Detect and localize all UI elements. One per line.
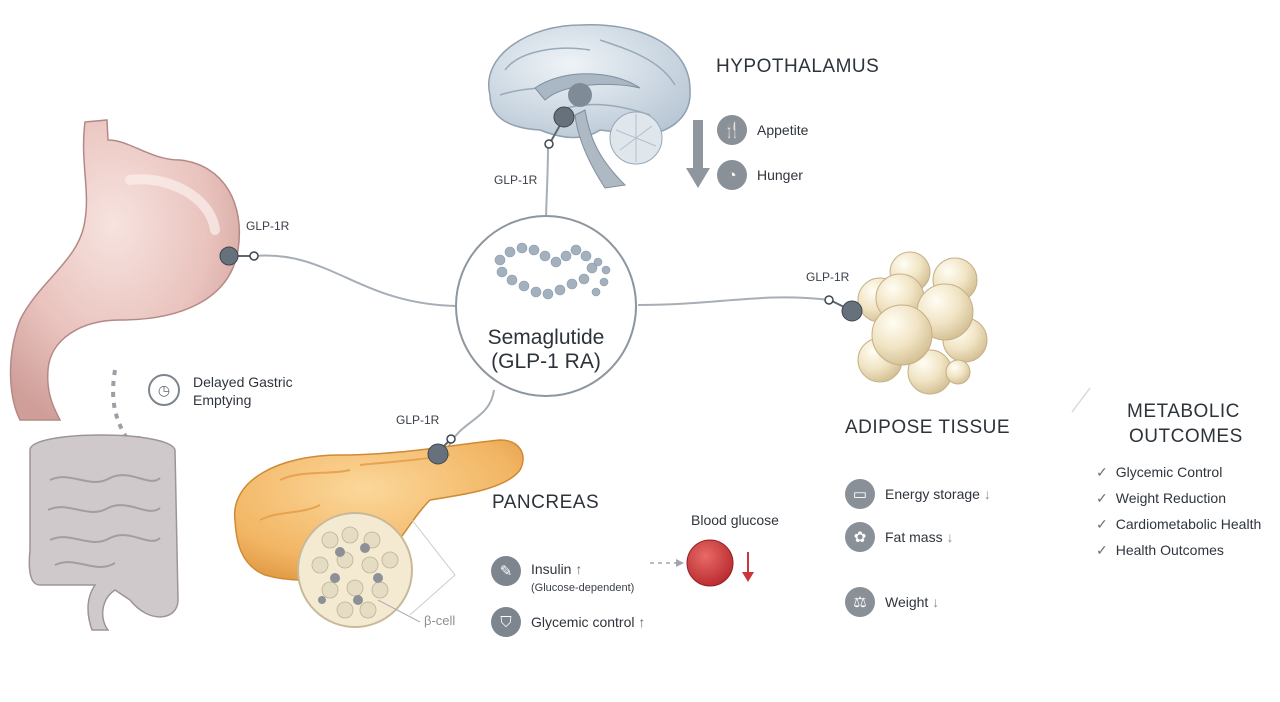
weight-arrow: ↓ [932,594,940,610]
weight-label: Weight ↓ [885,594,939,610]
receptor-pancreas [427,434,456,465]
fat-mass-arrow: ↓ [946,529,954,545]
outcome-text: Weight Reduction [1115,490,1226,506]
pancreas-title: PANCREAS [492,492,600,513]
gastric-effect-line2: Emptying [193,392,252,408]
receptor-stomach [219,246,259,266]
appetite-down-arrow [686,120,710,188]
insulin-note: (Glucose-dependent) [531,582,635,594]
energy-storage-label: Energy storage ↓ [885,486,991,502]
center-subtitle: (GLP-1 RA) [491,350,601,373]
receptor-label-brain: GLP-1R [494,173,538,187]
intestine-illustration [28,434,179,631]
weight-text: Weight [885,594,929,610]
outcome-text: Cardiometabolic Health [1115,516,1262,532]
outcome-text: Glycemic Control [1115,464,1223,480]
stomach-illustration [9,119,241,421]
insulin-arrow: ↑ [575,561,583,577]
blood-glucose-label: Blood glucose [691,512,779,528]
energy-storage-text: Energy storage [885,486,980,502]
receptor-adipose [824,295,863,322]
fat-mass-text: Fat mass [885,529,943,545]
adipose-title: ADIPOSE TISSUE [845,417,1011,438]
fork-knife-icon: 🍴 [717,115,747,145]
line-stomach-center [254,254,459,307]
receptor-label-adipose: GLP-1R [806,270,850,284]
shield-icon: ⛉ [491,607,521,637]
outcomes-title-line1: METABOLIC [1127,401,1240,422]
glycemic-label: Glycemic control ↑ [531,614,645,630]
adipose-illustration [857,251,988,395]
hypothalamus-title: HYPOTHALAMUS [716,56,880,77]
receptor-brain [544,106,575,149]
clock-icon: ◷ [148,374,180,406]
fat-cell-icon: ✿ [845,522,875,552]
outcome-item: ✓ Health Outcomes [1096,542,1224,559]
beta-cell-zoom [297,512,456,628]
check-icon: ✓ [1096,542,1108,558]
receptor-label-stomach: GLP-1R [246,219,290,233]
line-brain-center [545,144,549,226]
check-icon: ✓ [1096,490,1108,506]
outcome-item: ✓ Glycemic Control [1096,464,1222,481]
battery-icon: ▭ [845,479,875,509]
insulin-text: Insulin [531,561,572,577]
fat-mass-label: Fat mass ↓ [885,529,953,545]
hunger-label: Hunger [757,167,803,183]
line-adipose-center [637,296,831,306]
scale-icon: ⚖ [845,587,875,617]
appetite-label: Appetite [757,122,809,138]
outcome-text: Health Outcomes [1115,542,1224,558]
gastric-effect-line1: Delayed Gastric [193,374,293,390]
outcomes-title-line2: OUTCOMES [1129,426,1243,447]
syringe-icon: ✎ [491,556,521,586]
outcome-divider [1071,387,1091,413]
blood-glucose-graphic [650,539,754,587]
center-name: Semaglutide [487,326,605,349]
check-icon: ✓ [1096,516,1108,532]
beta-cell-label: β-cell [424,613,456,628]
insulin-label: Insulin ↑ [531,561,582,577]
energy-storage-arrow: ↓ [983,486,991,502]
peptide-molecule-icon [494,242,611,300]
outcome-item: ✓ Weight Reduction [1096,490,1226,507]
brain-illustration [487,24,691,189]
receptor-label-pancreas: GLP-1R [396,413,440,427]
check-icon: ✓ [1096,464,1108,480]
glycemic-text: Glycemic control [531,614,635,630]
semaglutide-node [455,215,637,397]
outcome-item: ✓ Cardiometabolic Health [1096,516,1261,533]
stomach-icon: ◔ [717,160,747,190]
glycemic-arrow: ↑ [638,614,646,630]
